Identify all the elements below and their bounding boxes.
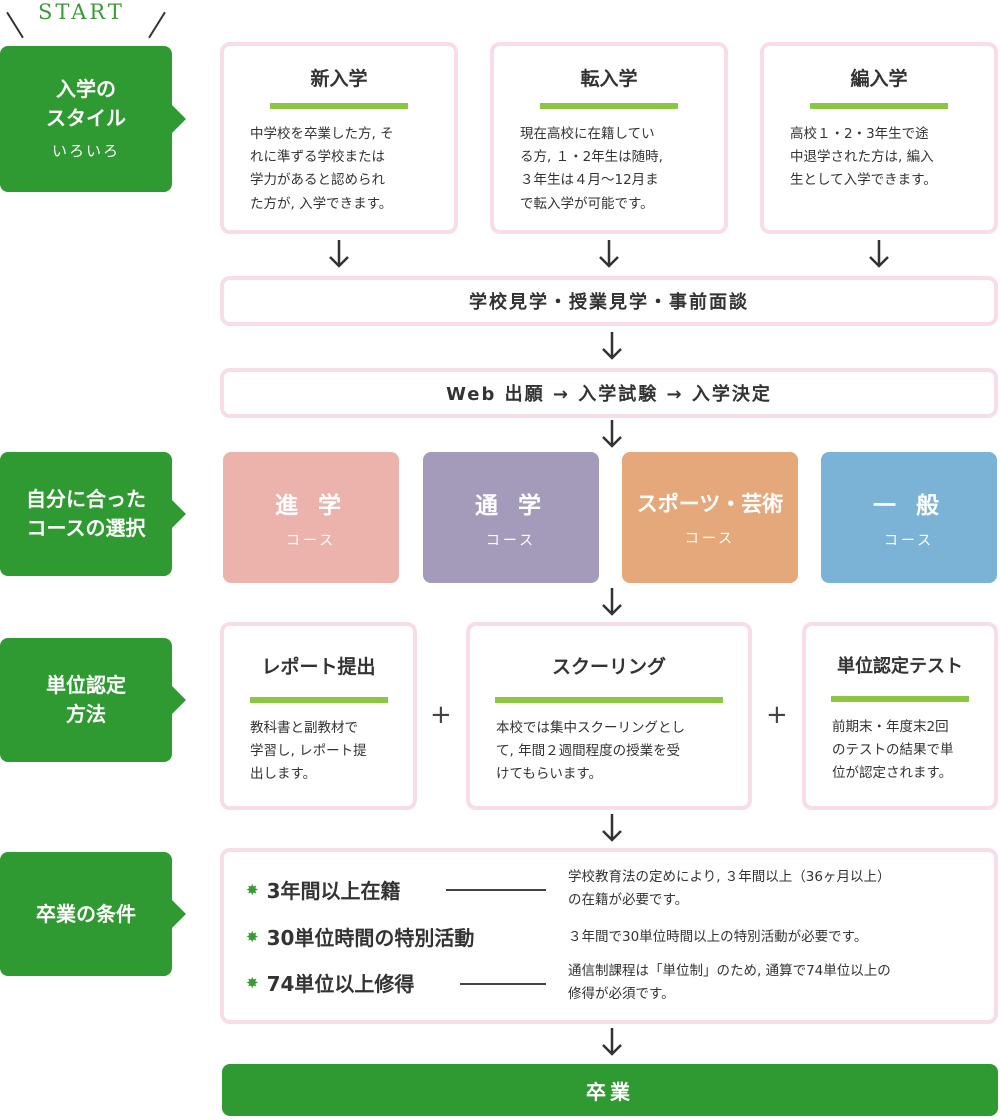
condition-item: ✸ 74単位以上修得 [246,968,414,997]
connector-line [446,889,546,891]
entry-box-new: 新入学 中学校を卒業した方, そ れに準ずる学校または 学力があると認められ た… [220,42,458,234]
section-title-line1: 単位認定 [46,673,126,697]
title-underline [249,697,388,703]
course-sub: コース [285,532,337,549]
down-arrow-icon [602,420,622,448]
start-label: START [38,0,125,24]
credit-box-report: レポート提出 教科書と副教材で 学習し, レポート提 出します。 [220,622,417,810]
credit-text-line: 出します。 [250,766,317,783]
entry-text-line: た方が, 入学できます。 [250,195,393,212]
down-arrow-icon [869,240,889,268]
down-arrow-icon [602,588,622,616]
down-arrow-icon [602,332,622,360]
credit-text-line: けてもらいます。 [496,766,602,783]
plus-sign: + [430,700,452,730]
credit-title: 単位認定テスト [837,656,963,677]
credit-text-line: 本校では集中スクーリングとし [496,720,685,736]
section-label-graduation-conditions: 卒業の条件 [0,852,186,976]
entry-text-line: 中学校を卒業した方, そ [250,126,394,142]
entry-text-line: 学力があると認められ [250,172,385,189]
start-tick-left [6,11,24,39]
condition-name: 74単位以上修得 [266,972,415,996]
course-card-commute[interactable]: 通 学 コース [423,452,599,583]
credit-text-line: て, 年間２週間程度の授業を受 [496,743,681,760]
section-title-line2: 方法 [66,702,106,726]
condition-name: 3年間以上在籍 [266,879,401,903]
step-apply-box: Web 出願 → 入学試験 → 入学決定 [220,368,998,418]
condition-desc-line: 修得が必須です。 [568,986,675,1003]
title-underline [810,103,948,109]
course-name: 通 学 [474,492,547,519]
graduation-conditions-box [220,848,998,1024]
step-visit-box: 学校見学・授業見学・事前面談 [220,276,998,326]
section-title: 卒業の条件 [36,901,136,926]
credit-box-test: 単位認定テスト 前期末・年度末2回 のテストの結果で単 位が認定されます。 [802,622,998,810]
down-arrow-icon [602,814,622,842]
entry-box-transfer: 転入学 現在高校に在籍してい る方, １・2年生は随時, ３年生は４月〜12月ま… [490,42,728,234]
entry-text-line: で転入学が可能です。 [520,195,654,212]
section-label-entry-style: 入学の スタイル いろいろ [0,46,186,192]
title-underline [495,697,723,703]
title-underline [270,103,408,109]
course-name: 進 学 [274,492,347,519]
entry-text-line: 中退学された方は, 編入 [790,149,934,166]
entry-text-line: 生として入学できます。 [790,172,937,189]
entry-text-line: る方, １・2年生は随時, [520,149,663,166]
condition-desc-line: の在籍が必要です。 [568,892,689,909]
entry-title: 新入学 [310,68,368,90]
credit-text-line: のテストの結果で単 [832,742,954,759]
section-title-line1: 入学の [56,77,116,102]
down-arrow-icon [329,240,349,268]
course-sub: コース [684,530,736,547]
entry-box-readmission: 編入学 高校１・2・3年生で途 中退学された方は, 編入 生として入学できます。 [760,42,998,234]
entry-text-line: 高校１・2・3年生で途 [790,126,929,142]
entry-text-line: 現在高校に在籍してい [520,126,655,142]
section-title-line2: スタイル [46,106,126,131]
section-label-credit-method: 単位認定 方法 [0,638,186,762]
graduation-box: 卒業 [222,1064,998,1116]
section-title-line1: 自分に合った [26,487,146,511]
course-card-sports-arts[interactable]: スポーツ・芸術 コース [622,452,798,583]
entry-text-line: れに準ずる学校または [250,149,385,166]
credit-box-schooling: スクーリング 本校では集中スクーリングとし て, 年間２週間程度の授業を受 けて… [466,622,752,810]
condition-desc-line: 通信制課程は「単位制」のため, 通算で74単位以上の [568,963,891,979]
star-icon: ✸ [246,973,259,992]
credit-text-line: 教科書と副教材で [250,720,358,736]
credit-title: スクーリング [551,656,666,678]
entry-title: 転入学 [580,68,638,90]
section-title-line2: コースの選択 [26,516,146,540]
entry-text-line: ３年生は４月〜12月ま [520,172,659,189]
plus-sign: + [766,700,788,730]
course-card-general[interactable]: 一 般 コース [821,452,997,583]
condition-desc: ３年間で30単位時間以上の特別活動が必要です。 [568,926,988,949]
condition-desc: 学校教育法の定めにより, ３年間以上（36ヶ月以上） の在籍が必要です。 [568,866,988,912]
condition-desc: 通信制課程は「単位制」のため, 通算で74単位以上の 修得が必須です。 [568,960,988,1006]
course-sub: コース [485,532,537,549]
course-name: スポーツ・芸術 [636,491,784,516]
star-icon: ✸ [246,927,259,946]
title-underline [831,696,969,702]
entry-title: 編入学 [850,68,908,90]
title-underline [540,103,678,109]
credit-text-line: 前期末・年度末2回 [832,719,949,735]
credit-text-line: 位が認定されます。 [832,765,953,782]
course-sub: コース [883,532,935,549]
section-label-course-selection: 自分に合った コースの選択 [0,452,186,576]
connector-line [460,983,546,985]
condition-name: 30単位時間の特別活動 [266,926,475,950]
star-icon: ✸ [246,880,259,899]
condition-desc-line: ３年間で30単位時間以上の特別活動が必要です。 [568,929,868,945]
credit-title: レポート提出 [261,656,376,678]
section-subtitle: いろいろ [51,142,120,161]
down-arrow-icon [599,240,619,268]
course-card-advancement[interactable]: 進 学 コース [223,452,399,583]
condition-item: ✸ 30単位時間の特別活動 [246,922,474,951]
credit-text-line: 学習し, レポート提 [250,743,367,760]
condition-item: ✸ 3年間以上在籍 [246,875,401,904]
course-name: 一 般 [872,492,945,519]
condition-desc-line: 学校教育法の定めにより, ３年間以上（36ヶ月以上） [568,869,891,885]
start-tick-right [148,11,166,39]
down-arrow-icon [602,1028,622,1056]
